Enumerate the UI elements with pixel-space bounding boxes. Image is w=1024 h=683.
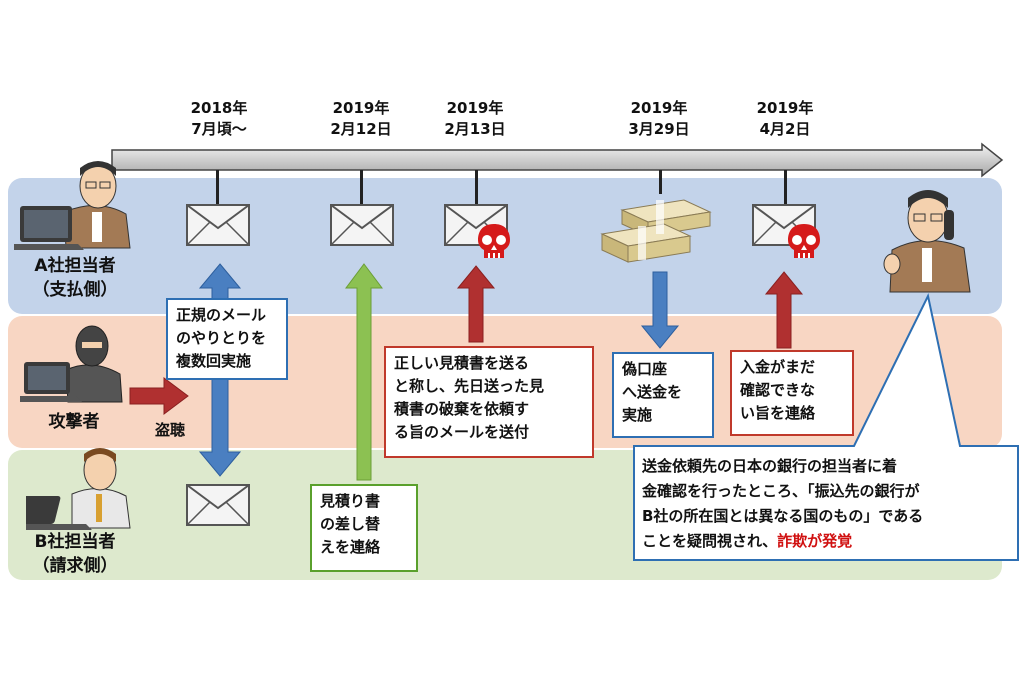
label-company-a: A社担当者（支払側） (32, 256, 118, 300)
phone-icon (944, 210, 954, 240)
box-regular-mail: 正規のメールのやりとりを複数回実施 (166, 298, 288, 380)
person-b-icon (26, 448, 131, 530)
box-fake-account: 偽口座へ送金を実施 (612, 352, 714, 438)
person-a-icon (14, 161, 131, 250)
timeline-tick (475, 170, 478, 204)
timeline-tick (216, 170, 219, 204)
arrow-up-green (345, 263, 383, 481)
arrow-up-red (764, 271, 804, 349)
arrow-down-blue (640, 271, 680, 349)
envelope-icon (186, 204, 250, 246)
arrow-up-red (456, 265, 496, 343)
box-discovery: 送金依頼先の日本の銀行の担当者に着 金確認を行ったところ、「振込先の銀行が B社… (642, 457, 924, 550)
skull-icon (478, 224, 510, 258)
timeline-arrow (111, 142, 1004, 178)
label-attacker: 攻撃者 (48, 412, 100, 432)
timeline-tick (360, 170, 363, 204)
money-stack-icon (600, 199, 712, 263)
eavesdrop-arrow (129, 377, 189, 415)
skull-icon (788, 224, 820, 258)
label-company-b: B社担当者（請求側） (32, 532, 118, 576)
envelope-icon (186, 484, 250, 526)
box-unconfirmed: 入金がまだ確認できない旨を連絡 (730, 350, 854, 436)
phone-person-icon (883, 190, 971, 293)
timeline-tick (784, 170, 787, 204)
envelope-icon (330, 204, 394, 246)
box-fake-mail: 正しい見積書を送ると称し、先日送った見積書の破棄を依頼する旨のメールを送付 (384, 346, 594, 458)
attacker-icon (20, 325, 123, 403)
label-eavesdrop: 盗聴 (154, 421, 185, 439)
box-replace-quote: 見積り書の差し替えを連絡 (310, 484, 418, 572)
speech-bubble (633, 292, 1019, 561)
fraud-highlight: 詐欺が発覚 (777, 532, 853, 550)
timeline-tick (659, 170, 662, 194)
